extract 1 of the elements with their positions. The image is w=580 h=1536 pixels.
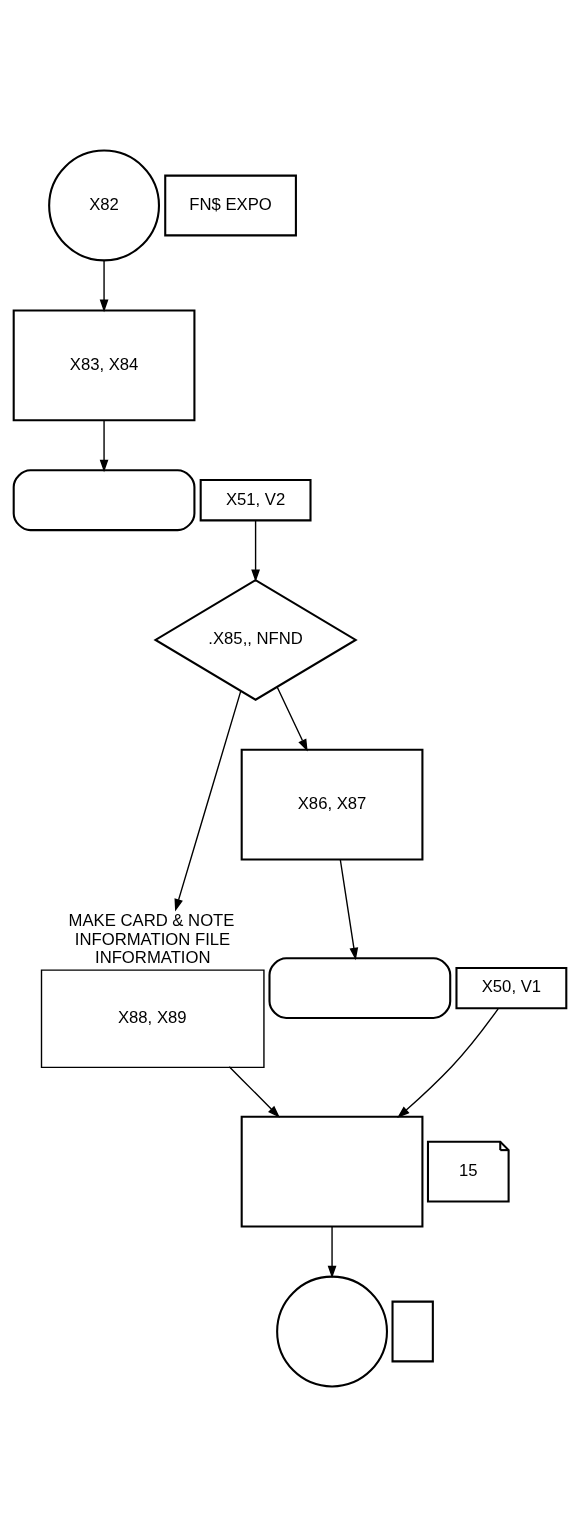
node-label: MAKE CARD & NOTE INFORMATION FILE INFORMATION (68, 910, 235, 967)
